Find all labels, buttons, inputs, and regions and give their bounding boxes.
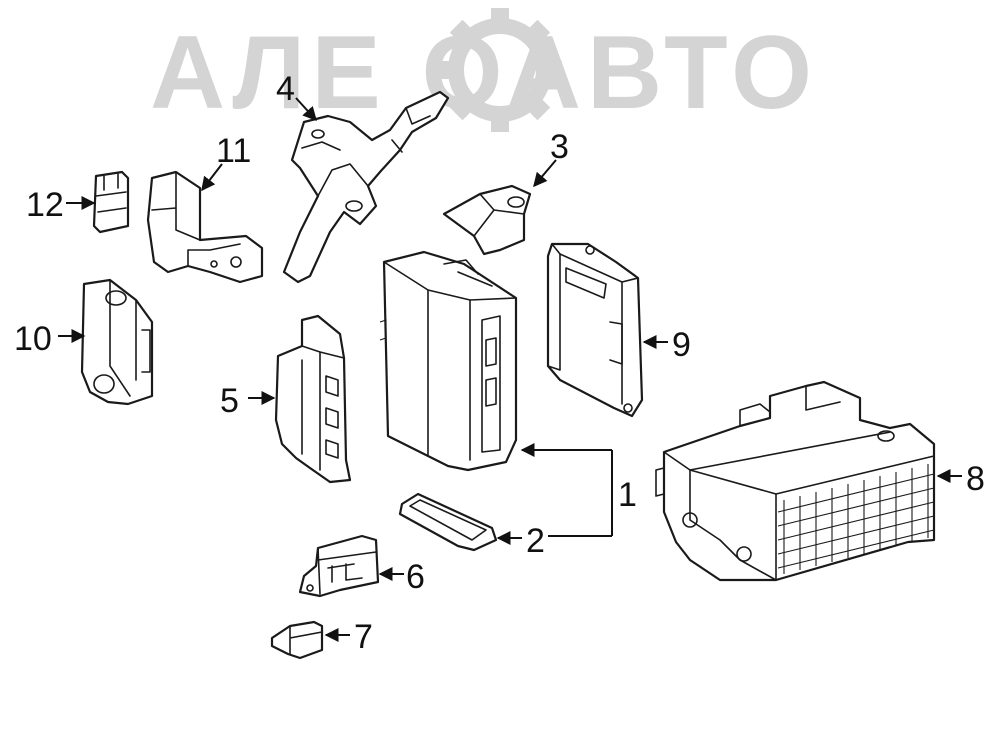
- callout-labels: 1 2 3 4 5 6 7 8 9 10 11 12: [14, 70, 985, 656]
- part-2-tray: [398, 492, 498, 552]
- part-9-ecu: [546, 242, 644, 418]
- part-3-bracket: [442, 184, 532, 256]
- leader-lines: [58, 97, 962, 642]
- leader-11: [201, 163, 223, 192]
- leader-3: [533, 159, 557, 188]
- callout-7: 7: [354, 618, 373, 656]
- part-10-module: [80, 278, 154, 406]
- callout-2: 2: [526, 522, 545, 560]
- part-8-junction-block: [655, 380, 936, 582]
- callout-9: 9: [672, 326, 691, 364]
- fuse-grid: [777, 464, 935, 574]
- part-5-connector: [274, 314, 352, 484]
- callout-5: 5: [220, 382, 239, 420]
- part-7-clip: [270, 620, 324, 660]
- part-4-bracket: [282, 90, 450, 284]
- callout-12: 12: [26, 186, 64, 224]
- part-12-relay: [92, 170, 130, 234]
- callout-3: 3: [550, 128, 569, 166]
- callout-10: 10: [14, 320, 52, 358]
- part-11-bracket: [146, 170, 264, 284]
- leader-4: [295, 97, 317, 122]
- leader-1: [522, 450, 613, 536]
- callout-6: 6: [406, 558, 425, 596]
- gear-icon: [438, 8, 562, 132]
- watermark: АЛЕ ОАВТО: [150, 8, 812, 132]
- part-1-main-block: [379, 250, 518, 472]
- callout-4: 4: [276, 70, 295, 108]
- callout-11: 11: [216, 132, 251, 170]
- part-6-relay: [298, 534, 380, 598]
- callout-1: 1: [618, 476, 637, 514]
- callout-8: 8: [966, 460, 985, 498]
